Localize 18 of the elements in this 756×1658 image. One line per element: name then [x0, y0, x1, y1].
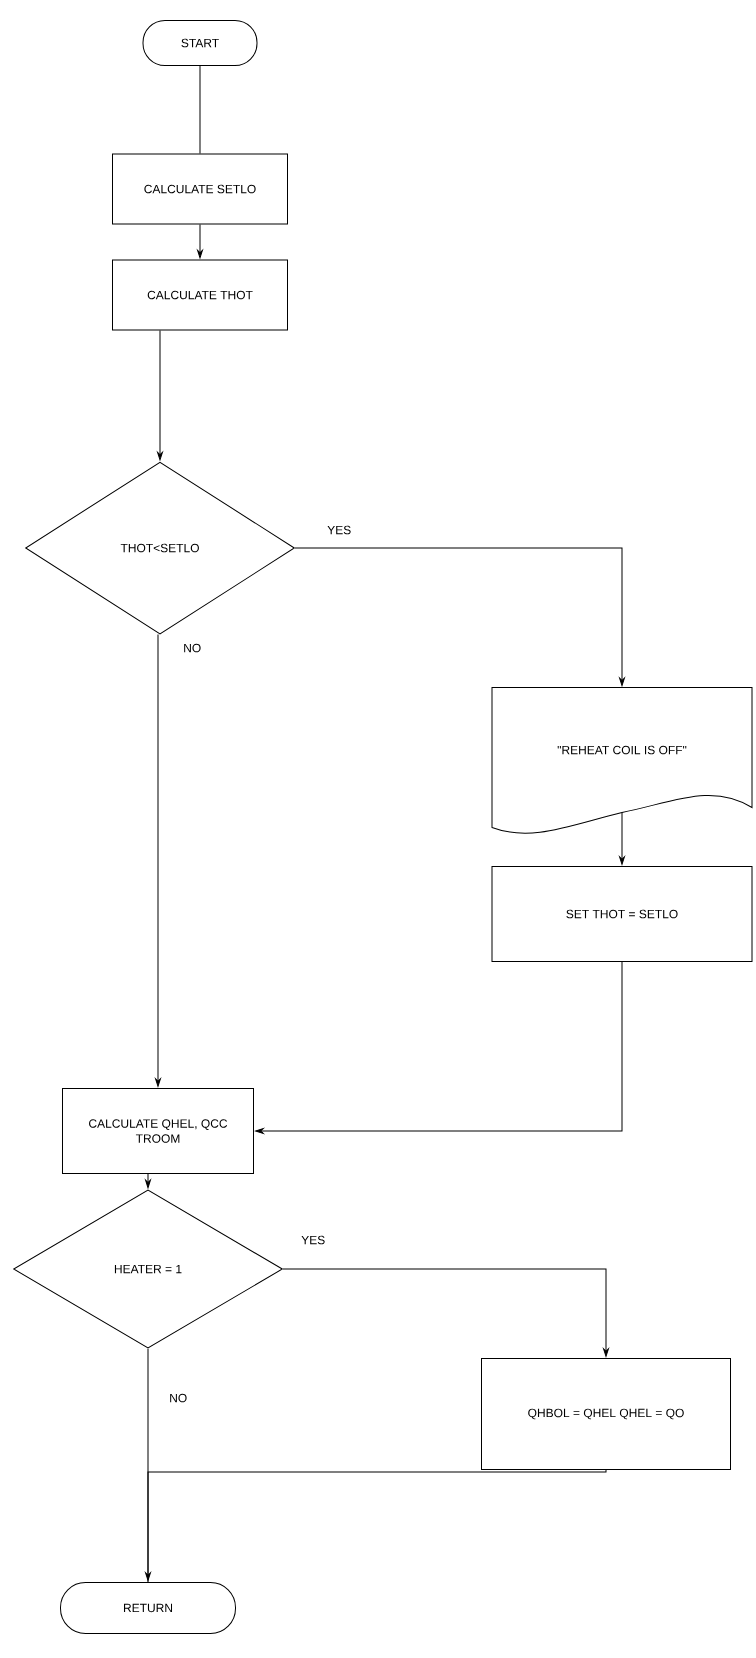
arrow [155, 634, 161, 1087]
process-box: QHBOL = QHEL QHEL = QO [481, 1358, 731, 1470]
process-box: CALCULATE THOT [112, 259, 288, 331]
arrow [157, 330, 163, 461]
arrow [197, 224, 203, 259]
edge-label: NO [168, 1392, 189, 1404]
arrow [255, 961, 623, 1134]
arrow [145, 1173, 151, 1189]
arrow [282, 1268, 609, 1357]
edge-label: YES [326, 524, 353, 536]
process-box: SET THOT = SETLO [491, 866, 753, 962]
process-box: CALCULATE QHEL, QCC TROOM [62, 1088, 254, 1174]
process-box: CALCULATE SETLO [112, 153, 288, 225]
arrow [619, 812, 625, 865]
edge-label: NO [182, 642, 203, 654]
arrow [294, 547, 625, 687]
arrow [145, 1469, 607, 1581]
edge-label: YES [300, 1234, 327, 1246]
